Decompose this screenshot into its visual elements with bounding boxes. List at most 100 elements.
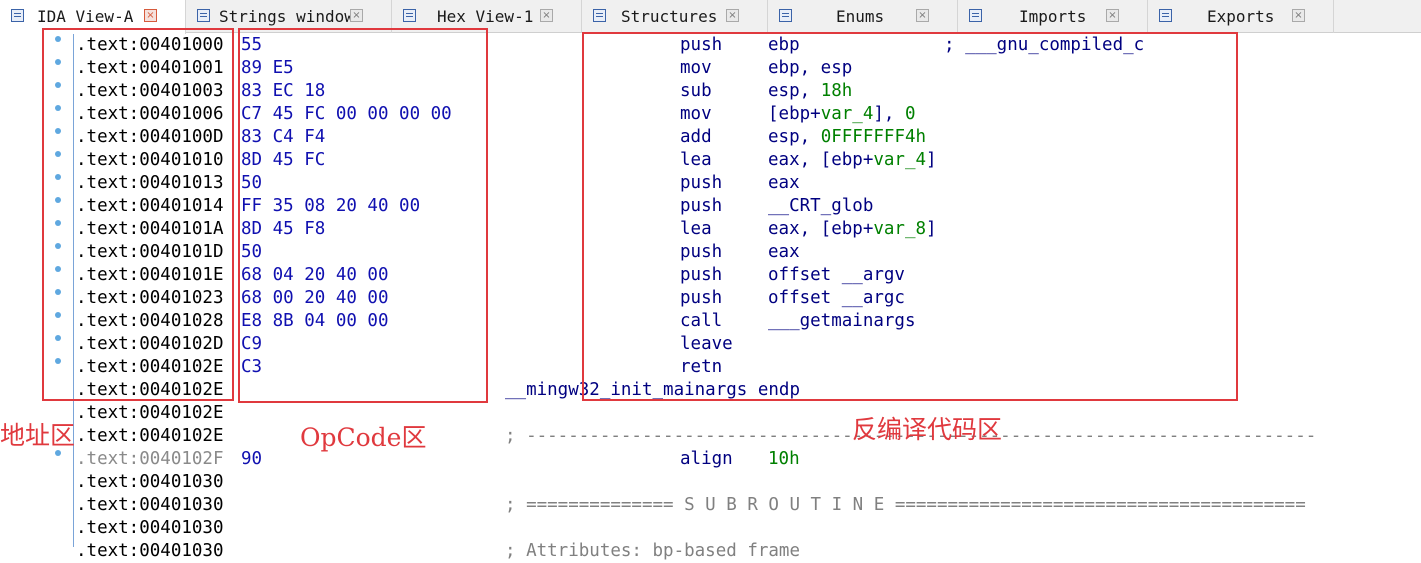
exports-icon <box>1159 9 1172 22</box>
close-tab-icon[interactable]: × <box>144 9 157 22</box>
opcode-bytes: 55 <box>241 35 263 55</box>
operand-number: 10h <box>768 449 800 469</box>
breakpoint-dot-icon[interactable] <box>55 335 61 341</box>
tab-label: Strings window <box>219 7 354 26</box>
listing-line[interactable]: .text:0040101A 8D 45 F8 lea eax, [ebp+var_8… <box>0 218 1421 241</box>
disassembly-region-box <box>582 32 1238 401</box>
structures-icon <box>593 9 606 22</box>
close-tab-icon[interactable]: × <box>726 9 739 22</box>
breakpoint-dot-icon[interactable] <box>55 266 61 272</box>
address: .text:00401010 <box>76 150 224 170</box>
opcode-bytes: 83 C4 F4 <box>241 127 326 147</box>
operand-text: ___getmainargs <box>768 311 916 331</box>
operand-tail: ] <box>926 150 937 170</box>
separator-comment: ; Attributes: bp-based frame <box>505 541 801 561</box>
address: .text:0040102E <box>76 357 224 377</box>
breakpoint-dot-icon[interactable] <box>55 197 61 203</box>
operand-text: [ebp+ <box>768 104 821 124</box>
listing-line[interactable]: .text:00401030 <box>0 471 1421 494</box>
opcode-bytes: 8D 45 FC <box>241 150 326 170</box>
operand-number: 0FFFFFFF4h <box>820 127 927 147</box>
opcode-bytes: C7 45 FC 00 00 00 00 <box>241 104 452 124</box>
imports-icon <box>969 9 982 22</box>
breakpoint-dot-icon[interactable] <box>55 289 61 295</box>
tab-strings-window[interactable]: Strings window× <box>186 0 392 33</box>
mnemonic: lea <box>680 150 712 170</box>
mnemonic: push <box>680 35 723 55</box>
mnemonic: push <box>680 173 723 193</box>
separator-comment: ; ============== S U B R O U T I N E ===… <box>505 495 1306 515</box>
tab-enums[interactable]: Enums× <box>768 0 958 33</box>
breakpoint-dot-icon[interactable] <box>55 174 61 180</box>
close-tab-icon[interactable]: × <box>540 9 553 22</box>
breakpoint-dot-icon[interactable] <box>55 82 61 88</box>
address: .text:00401000 <box>76 35 224 55</box>
opcode-bytes: 89 E5 <box>241 58 294 78</box>
listing-line[interactable]: .text:00401030; ============== S U B R O… <box>0 494 1421 517</box>
operand-text: eax, [ebp+ <box>768 219 874 239</box>
close-tab-icon[interactable]: × <box>1292 9 1305 22</box>
address: .text:0040101D <box>76 242 224 262</box>
breakpoint-dot-icon[interactable] <box>55 220 61 226</box>
close-tab-icon[interactable]: × <box>1106 9 1119 22</box>
address: .text:00401028 <box>76 311 224 331</box>
address: .text:0040102E <box>76 426 224 446</box>
mnemonic: retn <box>680 357 723 377</box>
operand-text: esp, <box>768 127 821 147</box>
tab-label: Hex View-1 <box>437 7 534 26</box>
breakpoint-dot-icon[interactable] <box>55 358 61 364</box>
operand: offset __argc <box>768 287 905 310</box>
mnemonic: lea <box>680 219 712 239</box>
operand-text: offset __argc <box>768 288 905 308</box>
opcode-bytes: 8D 45 F8 <box>241 219 326 239</box>
close-tab-icon[interactable]: × <box>350 9 363 22</box>
listing-line[interactable]: .text:0040102E__mingw32_init_mainargs en… <box>0 379 1421 402</box>
tab-label: Structures <box>621 7 718 26</box>
close-tab-icon[interactable]: × <box>916 9 929 22</box>
tab-exports[interactable]: Exports× <box>1148 0 1334 33</box>
listing-line[interactable]: .text:0040102E; ------------------------… <box>0 425 1421 448</box>
breakpoint-dot-icon[interactable] <box>55 243 61 249</box>
operand: esp, 18h <box>768 80 852 103</box>
strings-icon <box>197 9 210 22</box>
breakpoint-dot-icon[interactable] <box>55 151 61 157</box>
ida-view-icon <box>11 9 24 22</box>
operand-text: offset __argv <box>768 265 905 285</box>
breakpoint-dot-icon[interactable] <box>55 36 61 42</box>
operand: eax, [ebp+var_8] <box>768 218 937 241</box>
breakpoint-dot-icon[interactable] <box>55 450 61 456</box>
tab-structures[interactable]: Structures × <box>582 0 768 33</box>
listing-line[interactable]: .text:00401030 <box>0 517 1421 540</box>
breakpoint-dot-icon[interactable] <box>55 312 61 318</box>
breakpoint-dot-icon[interactable] <box>55 105 61 111</box>
opcode-bytes: FF 35 08 20 40 00 <box>241 196 421 216</box>
listing-line[interactable]: .text:0040102E <box>0 402 1421 425</box>
address: .text:00401014 <box>76 196 224 216</box>
operand: esp, 0FFFFFFF4h <box>768 126 926 149</box>
breakpoint-dot-icon[interactable] <box>55 59 61 65</box>
listing-line[interactable]: .text:0040102E C3 retn <box>0 356 1421 379</box>
breakpoint-dot-icon[interactable] <box>55 128 61 134</box>
tab-hex-view-1[interactable]: Hex View-1 × <box>392 0 582 33</box>
address: .text:0040101A <box>76 219 224 239</box>
address: .text:0040101E <box>76 265 224 285</box>
address: .text:0040100D <box>76 127 224 147</box>
listing-line[interactable]: .text:00401030; Attributes: bp-based fra… <box>0 540 1421 563</box>
tab-imports[interactable]: Imports× <box>958 0 1148 33</box>
opcode-bytes: C3 <box>241 357 263 377</box>
